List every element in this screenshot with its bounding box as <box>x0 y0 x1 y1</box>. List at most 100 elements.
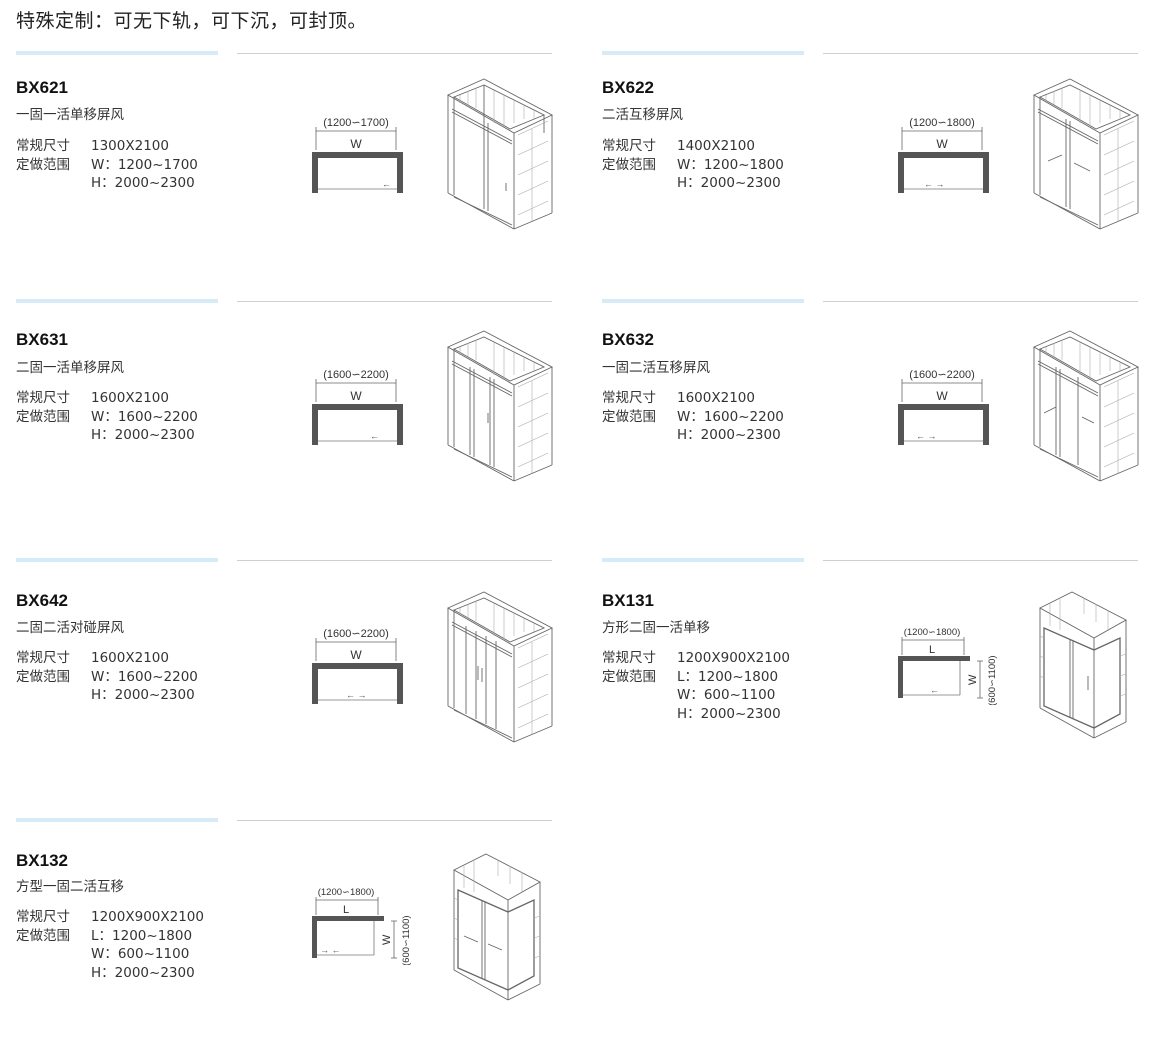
spec-table: 常规尺寸 1600X2100 定做范围 W：1600~2200 H：2000~230… <box>16 649 198 705</box>
spec-label: 定做范围 <box>602 408 656 425</box>
shower-perspective-drawing <box>453 853 541 1001</box>
svg-text:←: ← <box>370 431 379 441</box>
accent-bar <box>16 818 218 822</box>
spec-label: 常规尺寸 <box>16 650 70 666</box>
plan-range-label: (1600∽2200) <box>323 628 388 640</box>
product-code: BX621 <box>16 78 68 97</box>
spec-label: 定做范围 <box>16 668 70 685</box>
plan-width-label: W <box>967 674 979 685</box>
svg-text:←: ← <box>930 685 939 695</box>
plan-diagram: (1600∽2200) W ← → <box>312 628 403 704</box>
spec-value: 1400X2100 <box>677 138 755 154</box>
shower-perspective-drawing <box>1033 78 1140 230</box>
accent-bar <box>602 51 804 55</box>
product-code: BX632 <box>602 330 654 349</box>
plan-width-label: W <box>381 934 393 945</box>
plan-range-label: (1200∽1700) <box>323 117 388 129</box>
spec-value: W：1600~2200 <box>91 668 198 685</box>
divider <box>237 560 552 561</box>
shower-perspective-drawing <box>1039 591 1127 739</box>
product-code: BX642 <box>16 591 68 610</box>
spec-value: W：600~1100 <box>91 946 190 962</box>
plan-diagram: (1600∽2200) W ← → <box>898 369 989 445</box>
spec-value: 1200X900X2100 <box>677 650 790 666</box>
svg-text:←: ← <box>382 179 391 189</box>
plan-range-label: (1200∽1800) <box>904 627 961 638</box>
plan-width-label: W <box>350 137 362 151</box>
spec-label: 常规尺寸 <box>602 138 656 154</box>
product-desc: 一固一活单移屏风 <box>16 107 124 123</box>
spec-value: H：2000~2300 <box>677 705 781 722</box>
plan-range-label: (1600∽2200) <box>909 369 974 381</box>
product-code: BX132 <box>16 851 68 870</box>
spec-value: 1600X2100 <box>91 390 169 406</box>
spec-value: 1200X900X2100 <box>91 909 204 925</box>
product-code: BX131 <box>602 591 654 610</box>
accent-bar <box>602 558 804 562</box>
product-card-bx642: BX642 二固二活对碰屏风 常规尺寸 1600X2100 定做范围 W：1600~… <box>16 558 556 758</box>
shower-perspective-drawing <box>447 591 554 743</box>
product-code: BX631 <box>16 330 68 349</box>
spec-value: L：1200~1800 <box>677 668 779 685</box>
plan-range-label: (1200∽1800) <box>909 117 974 129</box>
plan-diagram: (1200∽1700) W ← <box>312 117 403 193</box>
plan-diagram: (1600∽2200) W ← <box>312 369 403 445</box>
spec-value: L：1200~1800 <box>91 927 193 944</box>
spec-value: H：2000~2300 <box>677 427 781 443</box>
spec-label: 定做范围 <box>16 927 70 944</box>
product-desc: 方形二固一活单移 <box>602 620 710 636</box>
spec-label: 常规尺寸 <box>16 138 70 154</box>
spec-value: W：600~1100 <box>677 687 776 703</box>
page-title: 特殊定制：可无下轨，可下沉，可封顶。 <box>16 10 368 32</box>
svg-text:→ ←: → ← <box>320 945 341 955</box>
spec-value: W：1600~2200 <box>677 408 784 425</box>
svg-text:← →: ← → <box>346 690 367 700</box>
svg-text:← →: ← → <box>924 179 945 189</box>
shower-perspective-drawing <box>447 78 554 230</box>
spec-value: W：1600~2200 <box>91 408 198 425</box>
accent-bar <box>16 558 218 562</box>
spec-value: 1600X2100 <box>677 390 755 406</box>
product-desc: 二活互移屏风 <box>602 107 683 123</box>
shower-perspective-drawing <box>447 330 554 482</box>
plan-width-label: W <box>350 648 362 662</box>
accent-bar <box>16 299 218 303</box>
spec-label: 定做范围 <box>16 408 70 425</box>
plan-diagram: (1200∽1800) L ← W (600∽1100) <box>898 627 998 705</box>
spec-value: H：2000~2300 <box>91 964 195 981</box>
divider <box>237 53 552 54</box>
product-desc: 一固二活互移屏风 <box>602 360 710 376</box>
plan-width-label: W <box>936 137 948 151</box>
plan-range-label: (1600∽2200) <box>323 369 388 381</box>
spec-value: 1600X2100 <box>91 650 169 666</box>
product-desc: 二固一活单移屏风 <box>16 360 124 376</box>
spec-value: H：2000~2300 <box>91 175 195 191</box>
plan-diagram: (1200∽1800) W ← → <box>898 117 989 193</box>
product-desc: 方型一固二活互移 <box>16 879 124 895</box>
shower-perspective-drawing <box>1033 330 1140 482</box>
product-desc: 二固二活对碰屏风 <box>16 620 124 636</box>
product-card-bx632: BX632 一固二活互移屏风 常规尺寸 1600X2100 定做范围 W：1600~… <box>602 299 1142 499</box>
spec-table: 常规尺寸 1600X2100 定做范围 W：1600~2200 H：2000~230… <box>602 389 784 445</box>
plan-length-label: L <box>343 904 349 916</box>
spec-label: 常规尺寸 <box>602 390 656 406</box>
svg-text:← →: ← → <box>916 431 937 441</box>
spec-label: 定做范围 <box>602 668 656 685</box>
plan-diagram: (1200∽1800) L → ← W (600∽1100) <box>312 887 412 965</box>
spec-value: W：1200~1700 <box>91 156 198 173</box>
divider <box>237 301 552 302</box>
spec-value: H：2000~2300 <box>91 687 195 703</box>
spec-value: 1300X2100 <box>91 138 169 154</box>
spec-value: H：2000~2300 <box>91 427 195 443</box>
accent-bar <box>602 299 804 303</box>
spec-value: W：1200~1800 <box>677 156 784 173</box>
plan-width-label: W <box>350 389 362 403</box>
